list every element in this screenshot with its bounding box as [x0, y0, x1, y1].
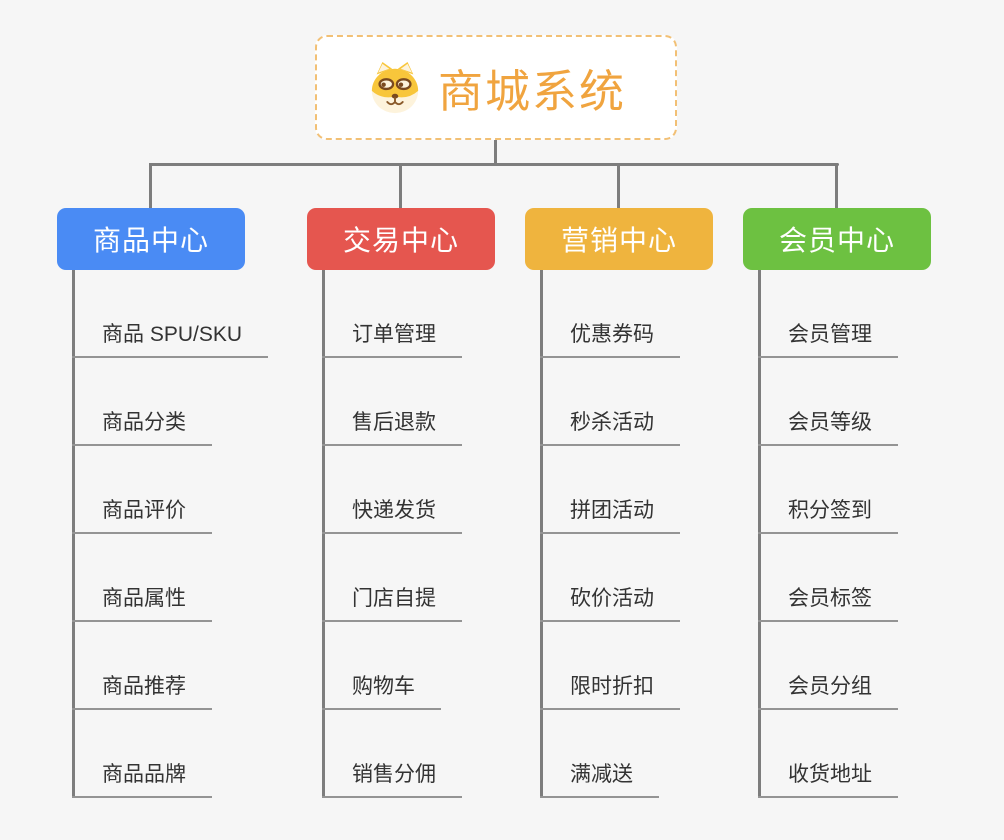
- branch-label: 商品中心: [92, 225, 209, 256]
- child-node[interactable]: 商品分类: [72, 358, 317, 446]
- child-label: 购物车: [322, 670, 441, 710]
- child-node[interactable]: 秒杀活动: [540, 358, 785, 446]
- child-node[interactable]: 会员分组: [758, 622, 1003, 710]
- child-node[interactable]: 快递发货: [322, 446, 567, 534]
- connector-drop-trade: [399, 163, 402, 209]
- child-node[interactable]: 积分签到: [758, 446, 1003, 534]
- child-label: 会员等级: [758, 406, 898, 446]
- root-node[interactable]: 商城系统: [315, 35, 677, 140]
- child-label: 积分签到: [758, 494, 898, 534]
- connector-horizontal: [149, 163, 839, 166]
- child-label: 收货地址: [758, 758, 898, 798]
- child-label: 商品 SPU/SKU: [72, 318, 269, 358]
- child-node[interactable]: 优惠券码: [540, 270, 785, 358]
- root-title: 商城系统: [437, 66, 626, 117]
- child-node[interactable]: 商品推荐: [72, 622, 317, 710]
- child-node[interactable]: 销售分佣: [322, 710, 567, 798]
- child-label: 会员管理: [758, 318, 898, 358]
- child-node[interactable]: 售后退款: [322, 358, 567, 446]
- child-label: 商品品牌: [72, 758, 212, 798]
- child-label: 拼团活动: [540, 494, 680, 534]
- child-node[interactable]: 订单管理: [322, 270, 567, 358]
- child-node[interactable]: 砍价活动: [540, 534, 785, 622]
- branch-children-trade: 订单管理 售后退款 快递发货 门店自提 购物车 销售分佣: [322, 270, 567, 798]
- branch-trunk-line-product: [72, 270, 75, 798]
- child-label: 优惠券码: [540, 318, 680, 358]
- doge-icon: [366, 61, 424, 115]
- child-label: 销售分佣: [322, 758, 462, 798]
- child-label: 商品推荐: [72, 670, 212, 710]
- branch-children-member: 会员管理 会员等级 积分签到 会员标签 会员分组 收货地址: [758, 270, 1003, 798]
- connector-drop-member: [835, 163, 838, 209]
- branch-label: 会员中心: [778, 225, 895, 256]
- child-label: 快递发货: [322, 494, 462, 534]
- child-label: 砍价活动: [540, 582, 680, 622]
- branch-box-trade-center[interactable]: 交易中心: [307, 208, 495, 270]
- child-label: 会员标签: [758, 582, 898, 622]
- branch-label: 交易中心: [342, 225, 459, 256]
- child-node[interactable]: 会员等级: [758, 358, 1003, 446]
- child-label: 订单管理: [322, 318, 462, 358]
- child-node[interactable]: 商品评价: [72, 446, 317, 534]
- branch-trunk-line-trade: [322, 270, 325, 798]
- connector-drop-marketing: [617, 163, 620, 209]
- child-node[interactable]: 限时折扣: [540, 622, 785, 710]
- child-label: 售后退款: [322, 406, 462, 446]
- connector-root-stub: [494, 139, 497, 166]
- child-node[interactable]: 购物车: [322, 622, 567, 710]
- child-label: 会员分组: [758, 670, 898, 710]
- child-label: 满减送: [540, 758, 659, 798]
- child-node[interactable]: 收货地址: [758, 710, 1003, 798]
- child-label: 秒杀活动: [540, 406, 680, 446]
- child-node[interactable]: 满减送: [540, 710, 785, 798]
- connector-drop-product: [149, 163, 152, 209]
- branch-children-product: 商品 SPU/SKU 商品分类 商品评价 商品属性 商品推荐 商品品牌: [72, 270, 317, 798]
- branch-box-product-center[interactable]: 商品中心: [57, 208, 245, 270]
- branch-box-marketing-center[interactable]: 营销中心: [525, 208, 713, 270]
- child-node[interactable]: 门店自提: [322, 534, 567, 622]
- branch-label: 营销中心: [560, 225, 677, 256]
- child-label: 商品属性: [72, 582, 212, 622]
- branch-box-member-center[interactable]: 会员中心: [743, 208, 931, 270]
- child-node[interactable]: 商品属性: [72, 534, 317, 622]
- child-node[interactable]: 会员管理: [758, 270, 1003, 358]
- child-node[interactable]: 商品 SPU/SKU: [72, 270, 317, 358]
- branch-children-marketing: 优惠券码 秒杀活动 拼团活动 砍价活动 限时折扣 满减送: [540, 270, 785, 798]
- child-label: 商品评价: [72, 494, 212, 534]
- child-node[interactable]: 拼团活动: [540, 446, 785, 534]
- child-label: 商品分类: [72, 406, 212, 446]
- child-label: 限时折扣: [540, 670, 680, 710]
- child-node[interactable]: 会员标签: [758, 534, 1003, 622]
- branch-trunk-line-member: [758, 270, 761, 798]
- child-node[interactable]: 商品品牌: [72, 710, 317, 798]
- child-label: 门店自提: [322, 582, 462, 622]
- branch-trunk-line-marketing: [540, 270, 543, 798]
